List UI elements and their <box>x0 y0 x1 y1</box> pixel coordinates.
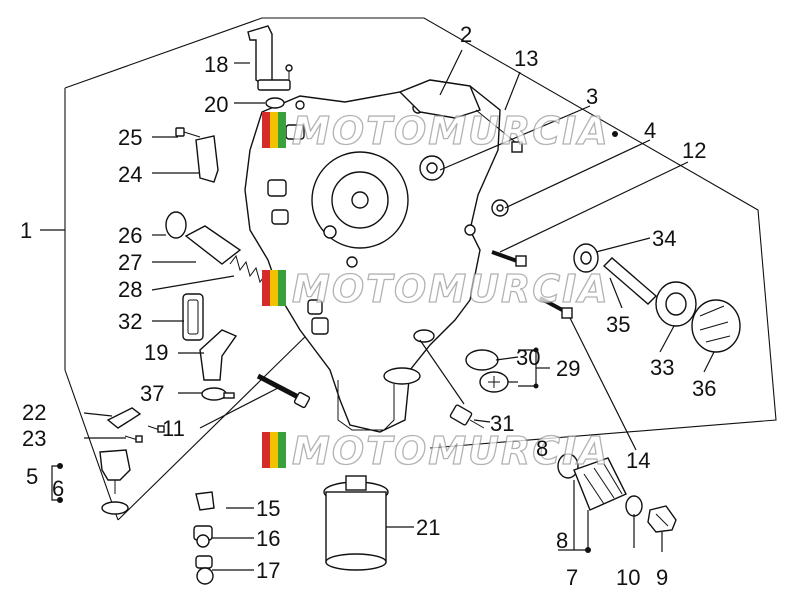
callout-20: 20 <box>204 92 228 117</box>
callout-24: 24 <box>118 162 142 187</box>
callout-6: 6 <box>52 476 64 501</box>
part-23-screws <box>124 425 165 443</box>
part-24-bracket <box>195 135 219 183</box>
part-32-gasket <box>182 293 204 341</box>
callout-31: 31 <box>490 411 514 436</box>
callout-labels: 1 2 3 4 5 6 7 8 8 9 10 11 12 13 14 15 16… <box>20 22 716 590</box>
watermark-text: MOTOMURCIA <box>292 429 610 473</box>
part-16-clip <box>193 525 213 548</box>
part-22-plate <box>106 407 142 429</box>
part-29-plug <box>479 371 509 393</box>
part-36-impeller <box>691 299 741 353</box>
part-18-breather-pipe <box>247 25 293 91</box>
watermark-3: MOTOMURCIA <box>262 428 610 474</box>
part-17-clip <box>195 555 214 585</box>
callout-19: 19 <box>144 340 168 365</box>
watermark-1: MOTOMURCIA <box>262 108 610 154</box>
callout-27: 27 <box>118 250 142 275</box>
part-14-bolt <box>539 296 573 319</box>
callout-26: 26 <box>118 223 142 248</box>
part-35-pump-shaft <box>602 257 658 305</box>
callout-13: 13 <box>514 46 538 71</box>
part-37-clamp <box>201 387 235 401</box>
assembly-frame <box>64 17 777 521</box>
callout-29: 29 <box>556 356 580 381</box>
callout-32: 32 <box>118 309 142 334</box>
watermark-text: MOTOMURCIA <box>292 109 610 153</box>
part-31-sensor <box>449 404 485 429</box>
callout-36: 36 <box>692 376 716 401</box>
callout-30: 30 <box>516 345 540 370</box>
part-1-gasket-ring <box>413 329 435 343</box>
callout-10: 10 <box>616 565 640 590</box>
part-10-o-ring <box>625 495 643 517</box>
callout-34: 34 <box>652 226 676 251</box>
callout-5: 5 <box>26 464 38 489</box>
part-8-o-ring <box>557 453 579 479</box>
part-34-seal <box>573 243 599 273</box>
callout-18: 18 <box>204 52 228 77</box>
callout-8-left: 8 <box>556 528 568 553</box>
part-20-o-ring <box>265 97 285 109</box>
callout-17: 17 <box>256 558 280 583</box>
watermark-text: MOTOMURCIA <box>292 267 610 311</box>
part-13-screw <box>475 109 523 153</box>
part-4-washer <box>491 199 509 217</box>
callout-14: 14 <box>626 448 650 473</box>
watermark-2: MOTOMURCIA <box>262 266 610 312</box>
part-25-screw <box>175 127 201 138</box>
part-19-hose <box>199 329 238 381</box>
callout-28: 28 <box>118 277 142 302</box>
part-33-bearing <box>655 281 697 327</box>
callout-3: 3 <box>586 84 598 109</box>
callout-15: 15 <box>256 496 280 521</box>
callout-25: 25 <box>118 125 142 150</box>
leader-lines <box>40 49 715 571</box>
callout-37: 37 <box>140 381 164 406</box>
callout-33: 33 <box>650 355 674 380</box>
callout-21: 21 <box>416 515 440 540</box>
callout-1: 1 <box>20 218 32 243</box>
part-3-seal <box>419 155 445 181</box>
callout-11: 11 <box>162 416 185 441</box>
callout-7: 7 <box>566 565 578 590</box>
callout-12: 12 <box>682 138 706 163</box>
callout-8-right: 8 <box>536 436 548 461</box>
part-30-washer <box>465 349 499 371</box>
callout-4: 4 <box>644 118 656 143</box>
callout-9: 9 <box>656 565 668 590</box>
callout-16: 16 <box>256 526 280 551</box>
part-27-sleeve <box>184 225 242 265</box>
part-9-drain-plug <box>647 505 677 533</box>
part-21-oil-filter <box>323 475 389 571</box>
part-6-o-ring <box>101 501 129 515</box>
part-5-dipstick-cap <box>99 449 131 494</box>
part-7-strainer <box>573 457 627 511</box>
part-11-bolt <box>256 373 311 409</box>
callout-23: 23 <box>22 426 46 451</box>
callout-35: 35 <box>606 312 630 337</box>
part-12-bolt <box>491 250 527 267</box>
callout-22: 22 <box>22 400 46 425</box>
callout-2: 2 <box>460 22 472 47</box>
part-26-seal <box>165 211 187 239</box>
part-15-clip <box>195 491 215 511</box>
